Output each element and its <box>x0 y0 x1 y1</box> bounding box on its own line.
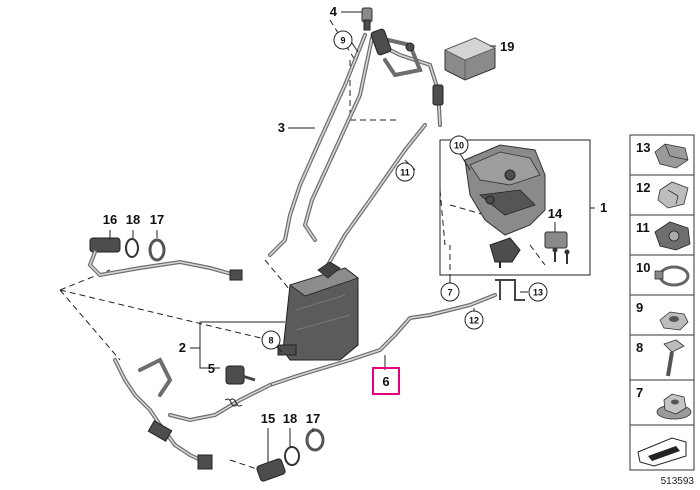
callouts: 4 9 19 3 10 11 1 14 7 13 12 16 18 17 2 8… <box>103 4 607 426</box>
harness-lower <box>113 357 243 470</box>
callout-14: 14 <box>548 206 563 221</box>
solid-leader-lines <box>109 11 595 462</box>
line-11 <box>323 123 427 272</box>
diagram-number: 513593 <box>661 476 695 487</box>
dashed-leader-lines <box>59 19 546 471</box>
callout-8: 8 <box>268 336 273 346</box>
tank-assembly <box>439 139 591 276</box>
side-label-9: 9 <box>636 300 643 315</box>
arrow-icon <box>637 437 687 467</box>
callout-18-upper: 18 <box>126 212 140 227</box>
callout-11-circle <box>395 162 415 182</box>
callout-7: 7 <box>447 288 452 298</box>
callout-1: 1 <box>600 200 607 215</box>
callout-3: 3 <box>278 120 285 135</box>
nut-icon <box>659 311 689 331</box>
callout-12-circle <box>464 310 484 330</box>
side-label-12: 12 <box>636 180 650 195</box>
sensor-5 <box>225 365 256 385</box>
hose-clamp-icon <box>654 265 690 287</box>
pressure-sensor <box>361 7 373 31</box>
callout-13-circle <box>528 282 548 302</box>
callout-11: 11 <box>400 168 410 178</box>
callout-7-circle <box>440 282 460 302</box>
bracket-clip-icon <box>654 221 691 251</box>
side-label-10: 10 <box>636 260 650 275</box>
callout-16: 16 <box>103 212 117 227</box>
callout-13: 13 <box>533 288 543 298</box>
callout-18-lower: 18 <box>283 411 297 426</box>
control-unit <box>444 37 496 81</box>
callout-17-upper: 17 <box>150 212 164 227</box>
callout-10: 10 <box>454 141 464 151</box>
callout-8-circle <box>261 330 281 350</box>
callout-9: 9 <box>340 36 345 46</box>
line-assembly-upper <box>268 28 444 257</box>
callout-4: 4 <box>330 4 338 19</box>
callout-15: 15 <box>261 411 275 426</box>
clamp-icon <box>657 181 689 209</box>
side-panel: 13 12 11 10 9 8 7 <box>629 134 695 471</box>
callout-19: 19 <box>500 39 514 54</box>
heater-connector-lower <box>256 428 325 482</box>
callout-9-circle <box>333 30 353 50</box>
reservoir-tank <box>277 261 359 361</box>
line-12 <box>168 279 525 423</box>
callout-10-circle <box>449 135 469 155</box>
sensor-with-screws <box>544 231 570 264</box>
heater-connector-upper <box>87 237 243 281</box>
collar-nut-icon <box>656 393 692 420</box>
callout-6: 6 <box>382 374 389 389</box>
side-label-8: 8 <box>636 340 643 355</box>
side-label-13: 13 <box>636 140 650 155</box>
side-label-11: 11 <box>636 220 650 235</box>
callout-12: 12 <box>469 316 479 326</box>
callout-17-lower: 17 <box>306 411 320 426</box>
side-label-7: 7 <box>636 385 643 400</box>
highlight-box <box>372 367 400 395</box>
clip-icon <box>654 143 689 169</box>
callout-5: 5 <box>208 361 215 376</box>
callout-2: 2 <box>179 340 186 355</box>
bolt-icon <box>663 339 685 377</box>
